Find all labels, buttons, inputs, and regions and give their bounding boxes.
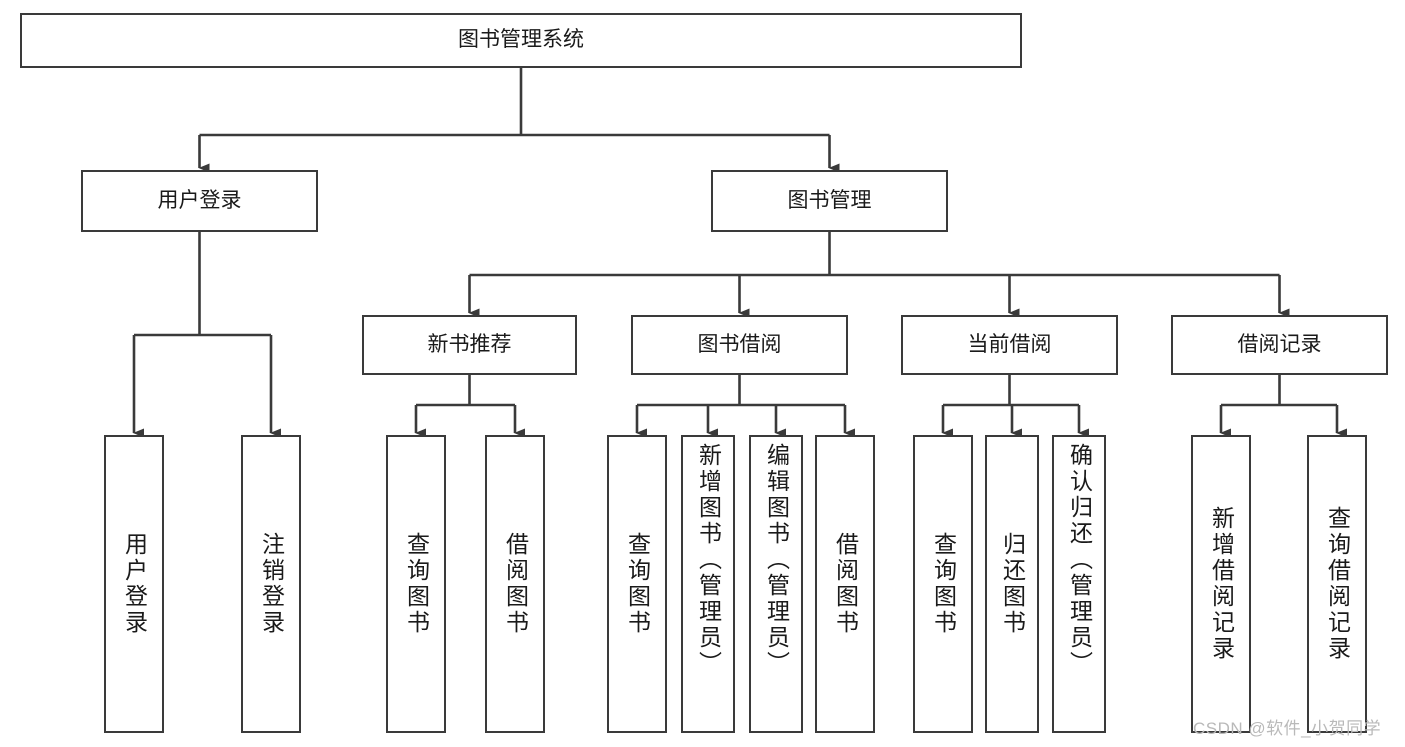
- node-label: 借阅图书: [832, 532, 859, 636]
- csdn-watermark: CSDN @软件_小贺同学: [1193, 719, 1382, 738]
- node-label: 新增图书（管理员）: [695, 443, 722, 677]
- node-leaf-borrow-book-1[interactable]: 借阅图书: [485, 435, 545, 733]
- node-leaf-query-book-1[interactable]: 查询图书: [386, 435, 446, 733]
- node-current-borrow[interactable]: 当前借阅: [901, 315, 1118, 375]
- node-new-book-rec[interactable]: 新书推荐: [362, 315, 577, 375]
- node-label: 借阅记录: [1237, 332, 1322, 356]
- node-label: 当前借阅: [967, 332, 1052, 356]
- node-user-login[interactable]: 用户登录: [81, 170, 318, 232]
- node-label: 注销登录: [258, 532, 285, 636]
- node-leaf-add-record[interactable]: 新增借阅记录: [1191, 435, 1251, 733]
- node-leaf-edit-book[interactable]: 编辑图书（管理员）: [749, 435, 803, 733]
- node-book-manage[interactable]: 图书管理: [711, 170, 948, 232]
- node-label: 用户登录: [157, 188, 242, 212]
- node-leaf-return-book[interactable]: 归还图书: [985, 435, 1039, 733]
- node-root[interactable]: 图书管理系统: [20, 13, 1022, 68]
- node-label: 查询借阅记录: [1324, 506, 1351, 662]
- node-leaf-query-book-2[interactable]: 查询图书: [607, 435, 667, 733]
- node-leaf-borrow-book-2[interactable]: 借阅图书: [815, 435, 875, 733]
- node-label: 图书管理系统: [458, 28, 584, 52]
- node-label: 新书推荐: [427, 332, 512, 356]
- node-leaf-user-logout[interactable]: 注销登录: [241, 435, 301, 733]
- node-leaf-add-book[interactable]: 新增图书（管理员）: [681, 435, 735, 733]
- node-label: 确认归还（管理员）: [1066, 443, 1093, 677]
- node-label: 图书借阅: [697, 332, 782, 356]
- node-leaf-confirm-return[interactable]: 确认归还（管理员）: [1052, 435, 1106, 733]
- node-label: 用户登录: [121, 532, 148, 636]
- node-borrow-record[interactable]: 借阅记录: [1171, 315, 1388, 375]
- node-leaf-query-record[interactable]: 查询借阅记录: [1307, 435, 1367, 733]
- node-label: 查询图书: [930, 532, 957, 636]
- node-label: 查询图书: [403, 532, 430, 636]
- node-label: 新增借阅记录: [1208, 506, 1235, 662]
- node-label: 图书管理: [787, 188, 872, 212]
- node-label: 查询图书: [624, 532, 651, 636]
- node-book-borrow[interactable]: 图书借阅: [631, 315, 848, 375]
- node-label: 借阅图书: [502, 532, 529, 636]
- node-label: 归还图书: [999, 532, 1026, 636]
- node-leaf-user-login[interactable]: 用户登录: [104, 435, 164, 733]
- node-leaf-query-book-3[interactable]: 查询图书: [913, 435, 973, 733]
- node-label: 编辑图书（管理员）: [763, 443, 790, 677]
